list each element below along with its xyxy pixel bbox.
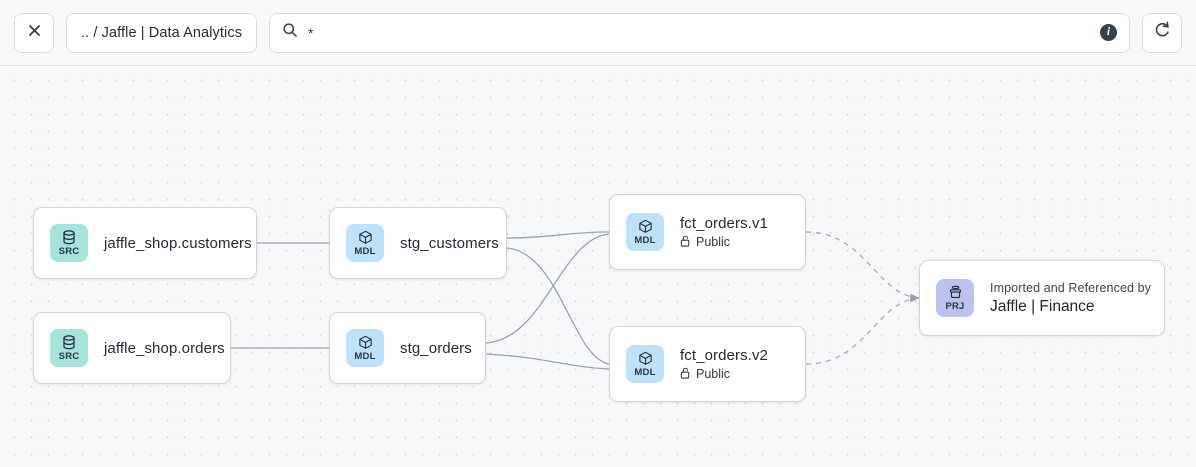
- graph-canvas[interactable]: SRC jaffle_shop.customers SRC jaffle_sh: [0, 67, 1196, 467]
- badge-kind-label: MDL: [634, 235, 656, 247]
- node-text: jaffle_shop.customers: [104, 234, 252, 252]
- cube-icon: MDL: [346, 224, 384, 262]
- cube-icon: MDL: [626, 213, 664, 251]
- cube-glyph: [358, 230, 373, 245]
- node-stg-customers[interactable]: MDL stg_customers: [329, 207, 507, 279]
- node-text: Imported and Referenced by Jaffle | Fina…: [990, 280, 1152, 316]
- project-glyph: [948, 285, 963, 300]
- database-glyph: [62, 230, 76, 245]
- node-visibility: Public: [680, 235, 768, 250]
- node-prj-jaffle-finance[interactable]: PRJ Imported and Referenced by Jaffle | …: [919, 260, 1165, 336]
- node-src-customers[interactable]: SRC jaffle_shop.customers: [33, 207, 257, 279]
- node-title: jaffle_shop.customers: [104, 234, 252, 252]
- search-bar[interactable]: i: [269, 12, 1130, 53]
- node-title: jaffle_shop.orders: [104, 339, 225, 357]
- visibility-label: Public: [696, 235, 731, 249]
- cube-icon: MDL: [626, 345, 664, 383]
- cube-glyph: [638, 351, 653, 366]
- unlock-icon: [680, 235, 691, 250]
- node-stg-orders[interactable]: MDL stg_orders: [329, 312, 486, 384]
- badge-kind-label: SRC: [58, 351, 80, 363]
- database-icon: SRC: [50, 224, 88, 262]
- node-title: fct_orders.v1: [680, 214, 769, 232]
- breadcrumb[interactable]: .. / Jaffle | Data Analytics: [66, 12, 258, 53]
- close-button[interactable]: [14, 12, 54, 53]
- edge-stg-orders-fct-v2: [485, 353, 610, 370]
- node-fct-orders-v1[interactable]: MDL fct_orders.v1 Public: [609, 194, 806, 270]
- cube-icon: MDL: [346, 329, 384, 367]
- badge-kind-label: SRC: [58, 246, 80, 258]
- node-visibility: Public: [680, 367, 768, 382]
- node-text: fct_orders.v2 Public: [680, 347, 768, 382]
- info-icon[interactable]: i: [1100, 24, 1117, 41]
- node-text: stg_customers: [400, 234, 499, 252]
- edge-fct-v1-prj-finance: [805, 231, 920, 302]
- search-input[interactable]: [308, 24, 1090, 41]
- node-text: fct_orders.v1 Public: [680, 215, 768, 250]
- cube-glyph: [358, 335, 373, 350]
- database-glyph: [62, 335, 76, 350]
- refresh-button[interactable]: [1142, 12, 1182, 53]
- node-title: stg_customers: [400, 234, 499, 252]
- node-caption: Imported and Referenced by: [990, 280, 1152, 295]
- unlock-icon: [680, 367, 691, 382]
- toolbar: .. / Jaffle | Data Analytics i: [0, 0, 1196, 66]
- node-text: stg_orders: [400, 339, 472, 357]
- node-src-orders[interactable]: SRC jaffle_shop.orders: [33, 312, 231, 384]
- badge-kind-label: MDL: [354, 246, 376, 258]
- edge-stg-customers-fct-v1: [506, 231, 610, 239]
- edge-stg-customers-fct-v2: [506, 247, 610, 365]
- badge-kind-label: PRJ: [945, 301, 965, 313]
- node-text: jaffle_shop.orders: [104, 339, 225, 357]
- refresh-icon: [1153, 21, 1171, 44]
- cube-glyph: [638, 219, 653, 234]
- node-title: fct_orders.v2: [680, 346, 769, 364]
- node-title: Jaffle | Finance: [990, 297, 1095, 315]
- badge-kind-label: MDL: [354, 351, 376, 363]
- badge-kind-label: MDL: [634, 367, 656, 379]
- search-icon: [282, 22, 298, 43]
- node-title: stg_orders: [400, 339, 472, 357]
- project-icon: PRJ: [936, 279, 974, 317]
- node-fct-orders-v2[interactable]: MDL fct_orders.v2 Public: [609, 326, 806, 402]
- visibility-label: Public: [696, 367, 731, 381]
- close-icon: [27, 23, 42, 43]
- database-icon: SRC: [50, 329, 88, 367]
- edge-fct-v2-prj-finance: [805, 294, 920, 365]
